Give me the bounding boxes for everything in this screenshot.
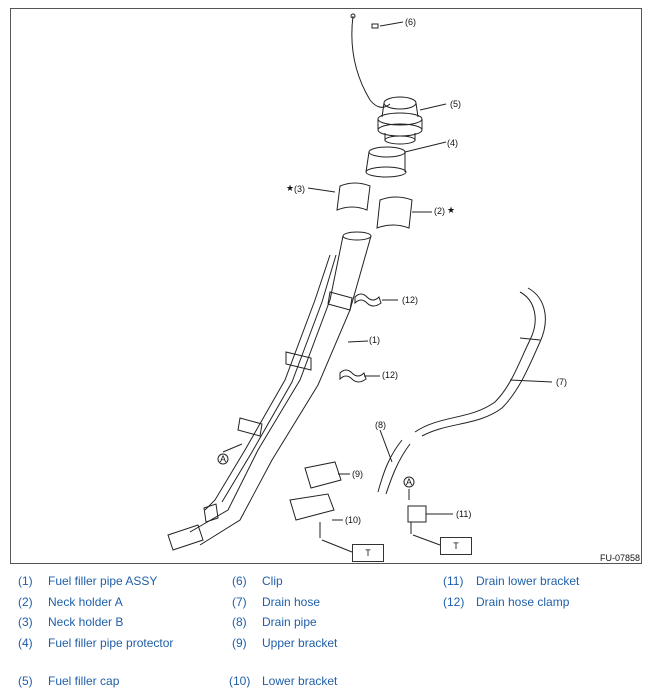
callout-3-star: ★ (286, 183, 294, 193)
figure-id: FU-07858 (599, 553, 640, 563)
legend-item-5: (5) Fuel filler cap (18, 674, 119, 688)
legend-number: (6) (232, 574, 247, 588)
lower-bracket-part (289, 493, 353, 553)
legend-label: Fuel filler pipe ASSY (48, 574, 158, 588)
legend-label: Drain hose clamp (476, 595, 570, 609)
legend-number: (2) (18, 595, 33, 609)
legend-number: (4) (18, 636, 33, 650)
legend-item-7: (7) Drain hose (232, 595, 320, 609)
fuel-filler-pipe-part (167, 231, 372, 551)
clip-part (350, 13, 404, 108)
callout-7: (7) (556, 377, 567, 387)
legend-item-9: (9) Upper bracket (232, 636, 337, 650)
torque-box-left: T (352, 544, 384, 562)
callout-3: (3) (294, 184, 305, 194)
drain-hose-clamp-part (339, 293, 398, 383)
legend-label: Fuel filler cap (48, 674, 120, 688)
legend-label: Neck holder A (48, 595, 123, 609)
legend-label: Drain pipe (262, 615, 317, 629)
legend-label: Clip (262, 574, 283, 588)
legend-item-12: (12) Drain hose clamp (443, 595, 569, 609)
legend-label: Drain hose (262, 595, 321, 609)
legend-number: (10) (229, 674, 251, 688)
neck-holder-a-part (376, 196, 432, 229)
legend-item-2: (2) Neck holder A (18, 595, 123, 609)
legend-number: (9) (232, 636, 247, 650)
callout-2-star: ★ (447, 205, 455, 215)
callout-12-lower: (12) (382, 370, 398, 380)
legend-number: (12) (443, 595, 465, 609)
callout-2: (2) (434, 206, 445, 216)
legend-number: (7) (232, 595, 247, 609)
diagram-frame (10, 8, 642, 564)
legend-number: (3) (18, 615, 33, 629)
callout-1: (1) (369, 335, 380, 345)
callout-11: (11) (456, 509, 471, 519)
legend-label: Drain lower bracket (476, 574, 580, 588)
legend-label: Neck holder B (48, 615, 124, 629)
fuel-filler-pipe-protector-part (365, 141, 447, 178)
callout-10: (10) (345, 515, 361, 525)
legend-number: (11) (443, 574, 464, 588)
callout-6: (6) (405, 17, 416, 27)
torque-box-left-label: T (365, 548, 371, 558)
legend-item-10: (10) Lower bracket (229, 674, 337, 688)
callout-8: (8) (375, 420, 386, 430)
legend-item-11: (11) Drain lower bracket (443, 574, 579, 588)
callout-5: (5) (450, 99, 461, 109)
legend-item-6: (6) Clip (232, 574, 283, 588)
upper-bracket-part (304, 461, 350, 489)
drain-hose-part (414, 287, 553, 437)
reference-a-left: A (220, 454, 226, 464)
legend-item-4: (4) Fuel filler pipe protector (18, 636, 173, 650)
exploded-parts-diagram: (6) (5) (4) ★ (3) (2) ★ (12) (1) (12) (7… (167, 13, 567, 553)
legend-number: (8) (232, 615, 247, 629)
callout-12-upper: (12) (402, 295, 418, 305)
legend-item-8: (8) Drain pipe (232, 615, 317, 629)
reference-a-right: A (406, 477, 412, 487)
callout-4: (4) (447, 138, 458, 148)
torque-box-right-label: T (453, 541, 459, 551)
reference-a-markers (217, 443, 415, 500)
drain-pipe-part (377, 429, 411, 495)
drain-lower-bracket-part (407, 505, 453, 546)
legend-label: Lower bracket (262, 674, 338, 688)
legend-label: Fuel filler pipe protector (48, 636, 174, 650)
callout-9: (9) (352, 469, 363, 479)
fuel-filler-cap-part (377, 96, 447, 145)
legend-item-1: (1) Fuel filler pipe ASSY (18, 574, 157, 588)
legend-number: (5) (18, 674, 33, 688)
torque-box-right: T (440, 537, 472, 555)
legend-label: Upper bracket (262, 636, 338, 650)
legend-item-3: (3) Neck holder B (18, 615, 123, 629)
neck-holder-b-part (307, 182, 371, 211)
legend-number: (1) (18, 574, 33, 588)
